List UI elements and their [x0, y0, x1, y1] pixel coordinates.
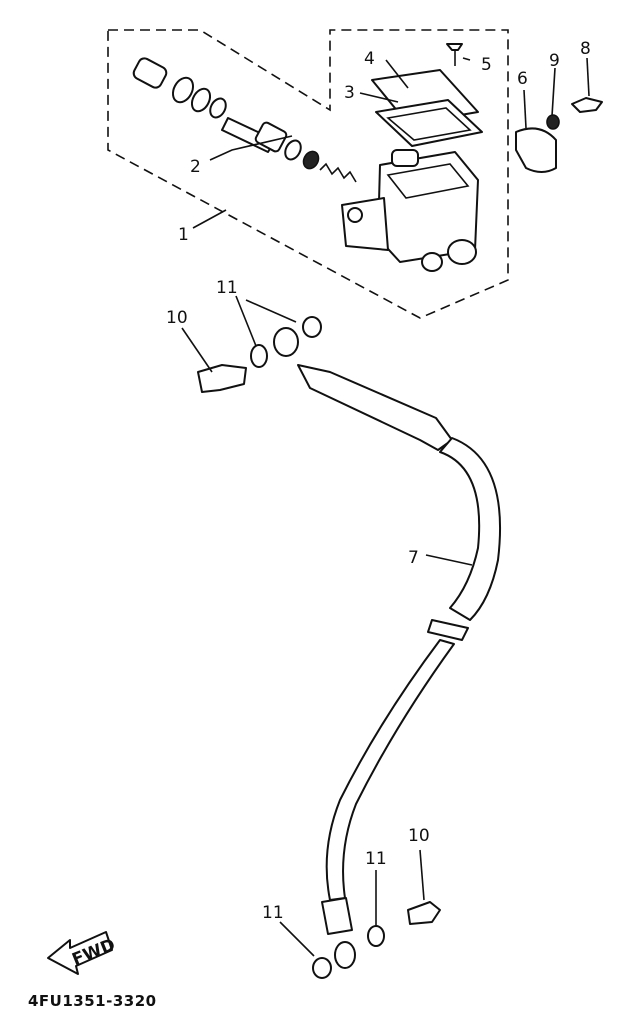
master-cylinder-body [341, 149, 479, 272]
callout-part-3: 3 [344, 83, 355, 103]
callout-part-5: 5 [481, 55, 492, 75]
fwd-arrow-icon: FWD [47, 931, 118, 975]
callout-part-7: 7 [408, 548, 419, 568]
callout-part-11-mid: 11 [365, 849, 387, 869]
brake-hose [197, 316, 502, 979]
callout-part-4: 4 [364, 49, 375, 69]
leader-lines [181, 57, 590, 957]
diagram-code: 4FU1351-3320 [28, 992, 157, 1010]
assembly-boundary [107, 29, 509, 319]
callout-part-10-bottom: 10 [408, 826, 430, 846]
callout-part-6: 6 [517, 69, 528, 89]
callout-part-11-bottom: 11 [262, 903, 284, 923]
callout-part-2: 2 [190, 157, 201, 177]
reservoir-cap-set [371, 43, 483, 147]
callout-part-9: 9 [549, 51, 560, 71]
holder-clamp-set [515, 97, 603, 173]
callout-part-8: 8 [580, 39, 591, 59]
piston-kit [132, 57, 357, 183]
callout-part-10-top: 10 [166, 308, 188, 328]
callout-part-1: 1 [178, 225, 189, 245]
callout-part-11-top: 11 [216, 278, 238, 298]
